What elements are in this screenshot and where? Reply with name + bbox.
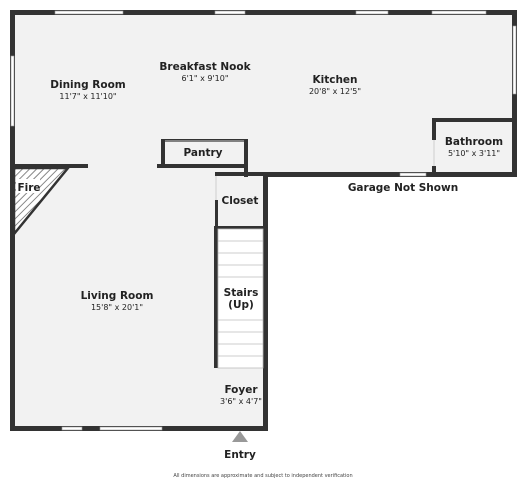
window (214, 10, 246, 15)
window (54, 10, 124, 15)
bathroom-dim: 5'10" x 3'11" (448, 149, 500, 158)
wall-left (10, 10, 15, 431)
pantry-name: Pantry (183, 147, 222, 159)
breakfast-nook-name: Breakfast Nook (159, 61, 251, 73)
fire-name: Fire (17, 182, 40, 194)
wall-bath-left-lower (432, 166, 436, 176)
wall-bath-top (432, 118, 517, 122)
doors (165, 140, 435, 200)
window (61, 426, 83, 431)
closet-name: Closet (222, 195, 259, 207)
kitchen-dim: 20'8" x 12'5" (309, 87, 361, 96)
window (512, 25, 517, 95)
kitchen-name: Kitchen (312, 74, 357, 86)
wall-bath-left (432, 118, 436, 140)
living-room-dim: 15'8" x 20'1" (91, 303, 143, 312)
foyer-name: Foyer (224, 384, 258, 396)
windows (10, 10, 517, 431)
wall-closet-left (215, 200, 218, 228)
wall-stairs-left (214, 226, 218, 368)
foyer-dim: 3'6" x 4'7" (220, 397, 262, 406)
garage-label: Garage Not Shown (348, 182, 458, 194)
disclaimer: All dimensions are approximate and subje… (173, 473, 352, 479)
wall-top (10, 10, 517, 15)
wall-kitchen-divider (244, 166, 248, 177)
breakfast-nook-dim: 6'1" x 9'10" (181, 74, 228, 83)
wall-stairs-right (263, 174, 268, 431)
window (399, 172, 427, 177)
wall-pantry-left (161, 139, 165, 166)
wall-pantry-bottom (157, 164, 248, 168)
entry-label: Entry (224, 449, 256, 461)
window (10, 55, 15, 127)
entry-arrow-icon (232, 431, 248, 442)
wall-pantry-right (244, 139, 248, 169)
wall-living-stub (13, 164, 88, 168)
dining-room-name: Dining Room (50, 79, 126, 91)
wall-closet-bottom (215, 226, 267, 229)
wall-kitchen-bottom (264, 172, 517, 177)
stairs-name: Stairs (224, 287, 259, 299)
dining-room-dim: 11'7" x 11'10" (59, 92, 116, 101)
window (431, 10, 487, 15)
wall-closet-top (215, 172, 267, 176)
stairs-label-bg (222, 283, 260, 313)
bathroom-name: Bathroom (445, 136, 503, 148)
stairs-sub: (Up) (228, 299, 254, 311)
living-room-name: Living Room (81, 290, 154, 302)
window (99, 426, 163, 431)
fire-label-bg (16, 179, 40, 193)
window (355, 10, 389, 15)
